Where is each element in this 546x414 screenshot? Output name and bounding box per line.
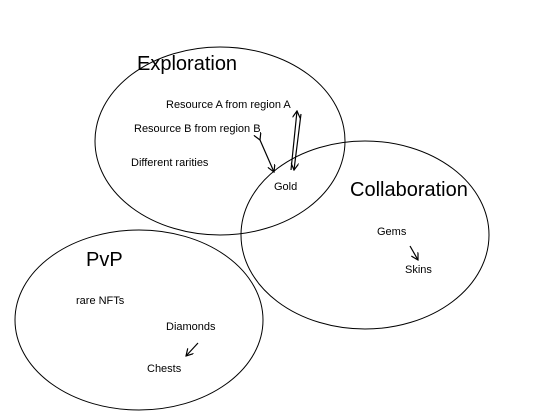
pvp-title: PvP — [86, 249, 123, 271]
exploration-item-resource-a: Resource A from region A — [166, 99, 291, 111]
pvp-item-chests: Chests — [147, 363, 182, 375]
arrow-resource-b-to-gold — [260, 140, 274, 172]
collaboration-item-skins: Skins — [405, 264, 432, 276]
pvp-item-rare-nfts: rare NFTs — [76, 295, 125, 307]
exploration-circle — [94, 46, 346, 236]
collaboration-title: Collaboration — [350, 179, 468, 201]
arrow-gold-to-resource-a — [290, 111, 297, 171]
exploration-item-rarities: Different rarities — [131, 157, 209, 169]
exploration-title: Exploration — [137, 53, 237, 75]
collaboration-circle — [240, 140, 490, 330]
exploration-item-resource-b: Resource B from region B — [134, 123, 261, 135]
arrow-gems-to-skins — [409, 245, 418, 260]
pvp-item-diamonds: Diamonds — [166, 321, 216, 333]
overlap-label-gold: Gold — [274, 181, 297, 193]
arrow-diamonds-to-chests — [186, 342, 199, 356]
collaboration-item-gems: Gems — [377, 226, 407, 238]
pvp-circle — [14, 229, 264, 411]
arrow-resource-a-to-gold — [294, 113, 302, 170]
